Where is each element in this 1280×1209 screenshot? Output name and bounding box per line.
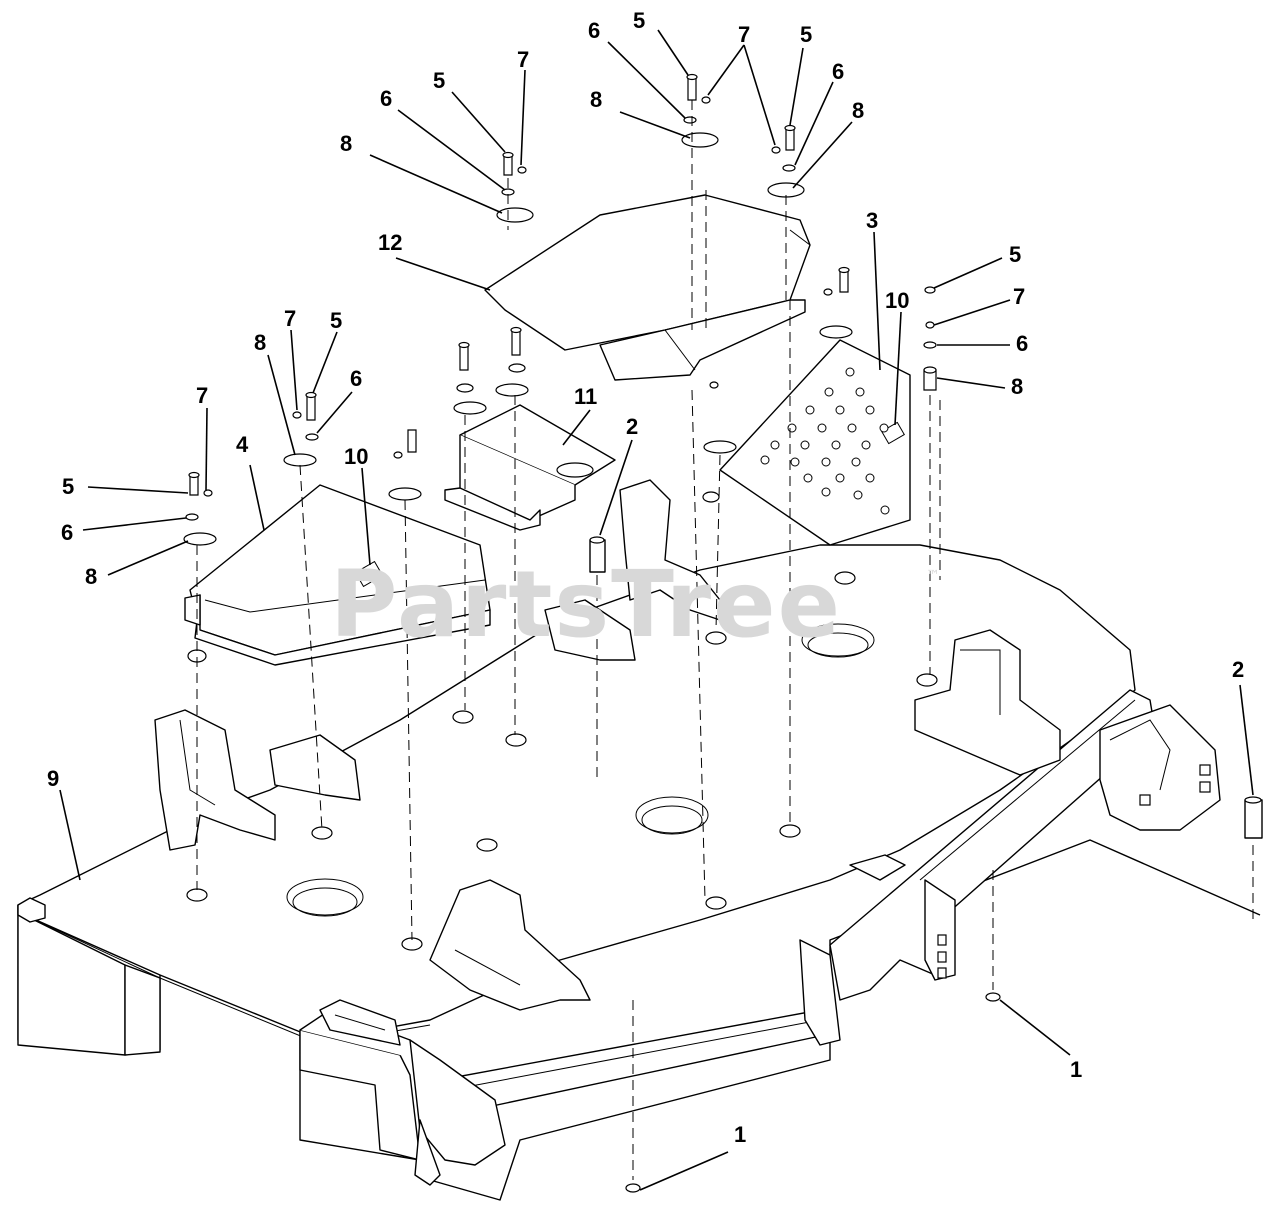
- callout-6: 6: [350, 366, 362, 391]
- callout-5: 5: [1009, 242, 1021, 267]
- callout-9: 9: [47, 766, 59, 791]
- callout-6: 6: [61, 520, 73, 545]
- callout-12: 12: [378, 230, 402, 255]
- callout-4: 4: [236, 432, 249, 457]
- callout-3: 3: [866, 208, 878, 233]
- callout-1: 1: [734, 1122, 746, 1147]
- callout-labels: 1 1 2 2 3 4 5 5 5 5 5 5 6 6 6 6 6 6 7 7 …: [47, 8, 1244, 1147]
- assembly-center-lines: [196, 100, 1254, 1180]
- callout-5: 5: [800, 22, 812, 47]
- callout-7: 7: [1013, 284, 1025, 309]
- callout-11: 11: [574, 384, 597, 409]
- deck-brackets: [154, 479, 1061, 1011]
- callout-6: 6: [1016, 331, 1028, 356]
- watermark: PartsTree ™: [330, 551, 940, 658]
- callout-8: 8: [340, 131, 352, 156]
- leader-lines: [59, 29, 1254, 1191]
- callout-1: 1: [1070, 1057, 1082, 1082]
- front-rollers: [299, 939, 841, 1186]
- callout-7: 7: [738, 22, 750, 47]
- callout-8: 8: [590, 87, 602, 112]
- deck-openings: [186, 571, 938, 951]
- callout-5: 5: [433, 68, 445, 93]
- svg-text:PartsTree: PartsTree: [330, 551, 842, 658]
- idler-bracket: [444, 404, 616, 531]
- callout-2: 2: [626, 414, 638, 439]
- callout-8: 8: [852, 98, 864, 123]
- svg-text:™: ™: [926, 568, 940, 584]
- callout-6: 6: [380, 86, 392, 111]
- callout-10: 10: [344, 444, 368, 469]
- mower-deck: [17, 544, 1261, 1201]
- callout-6: 6: [588, 18, 600, 43]
- front-bumper: [829, 689, 1221, 1001]
- callout-8: 8: [85, 564, 97, 589]
- callout-7: 7: [196, 383, 208, 408]
- spacers: [589, 536, 1263, 839]
- callout-7: 7: [284, 306, 296, 331]
- callout-8: 8: [254, 330, 266, 355]
- callout-5: 5: [330, 308, 342, 333]
- callout-10: 10: [885, 288, 909, 313]
- hardware-stacks: [183, 73, 1001, 1193]
- callout-7: 7: [517, 47, 529, 72]
- callout-5: 5: [633, 8, 645, 33]
- callout-5: 5: [62, 474, 74, 499]
- callout-6: 6: [832, 59, 844, 84]
- callout-2: 2: [1232, 657, 1244, 682]
- plate-perforations: [760, 367, 890, 515]
- callout-8: 8: [1011, 374, 1023, 399]
- cover-plate-right: [719, 339, 911, 546]
- belt-cover-center: [484, 194, 811, 381]
- belt-shield-left: [184, 484, 491, 666]
